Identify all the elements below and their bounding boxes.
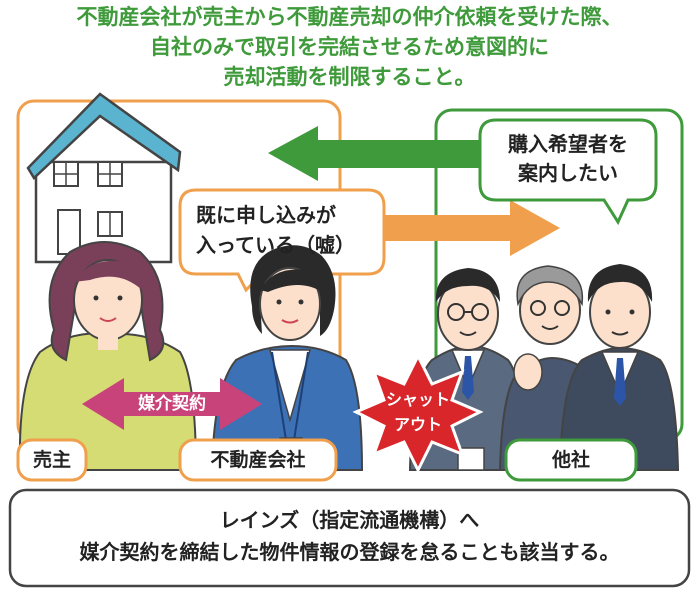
shutout-line-1: シャット xyxy=(385,390,450,409)
buyer-wish-line-2: 案内したい xyxy=(518,161,618,185)
seller-label: 売主 xyxy=(32,449,71,471)
others-label-box xyxy=(504,438,638,482)
others-label: 他社 xyxy=(551,449,590,471)
agency-label: 不動産会社 xyxy=(210,449,306,471)
seller-person-illustration xyxy=(18,241,198,471)
agency-lie-line-1: 既に申し込みが xyxy=(196,203,336,227)
shutout-burst xyxy=(352,352,484,474)
agency-lie-text: 既に申し込みが 入っている（嘘） xyxy=(196,200,376,260)
rejection-arrow-right xyxy=(378,200,560,256)
buyer-wish-line-1: 購入希望者を xyxy=(508,132,628,156)
referral-arrow-left xyxy=(268,126,498,181)
buyer-wish-text: 購入希望者を 案内したい xyxy=(496,130,640,188)
title-line-3: 売却活動を制限すること。 xyxy=(223,65,476,89)
house-icon xyxy=(26,92,182,264)
shutout-line-2: アウト xyxy=(393,415,442,434)
buyer-wish-bubble xyxy=(478,118,658,226)
agency-lie-line-2: 入っている（嘘） xyxy=(196,233,355,257)
contract-arrow-label: 媒介契約 xyxy=(138,394,206,414)
diagram-title: 不動産会社が売主から不動産売却の仲介依頼を受けた際、 自社のみで取引を完結させる… xyxy=(0,2,699,92)
title-line-2: 自社のみで取引を完結させるため意図的に xyxy=(150,35,549,59)
footer-box xyxy=(8,488,691,588)
footer-line-1: レインズ（指定流通機構）へ xyxy=(219,508,480,532)
title-line-1: 不動産会社が売主から不動産売却の仲介依頼を受けた際、 xyxy=(76,5,623,29)
agency-label-box xyxy=(178,438,338,482)
contract-double-arrow xyxy=(82,378,262,430)
footer-text: レインズ（指定流通機構）へ 媒介契約を締結した物件情報の登録を怠ることも該当する… xyxy=(10,504,689,568)
shutout-text: シャット アウト xyxy=(378,387,458,437)
seller-label-box xyxy=(16,438,88,482)
footer-line-2: 媒介契約を締結した物件情報の登録を怠ることも該当する。 xyxy=(79,540,620,564)
